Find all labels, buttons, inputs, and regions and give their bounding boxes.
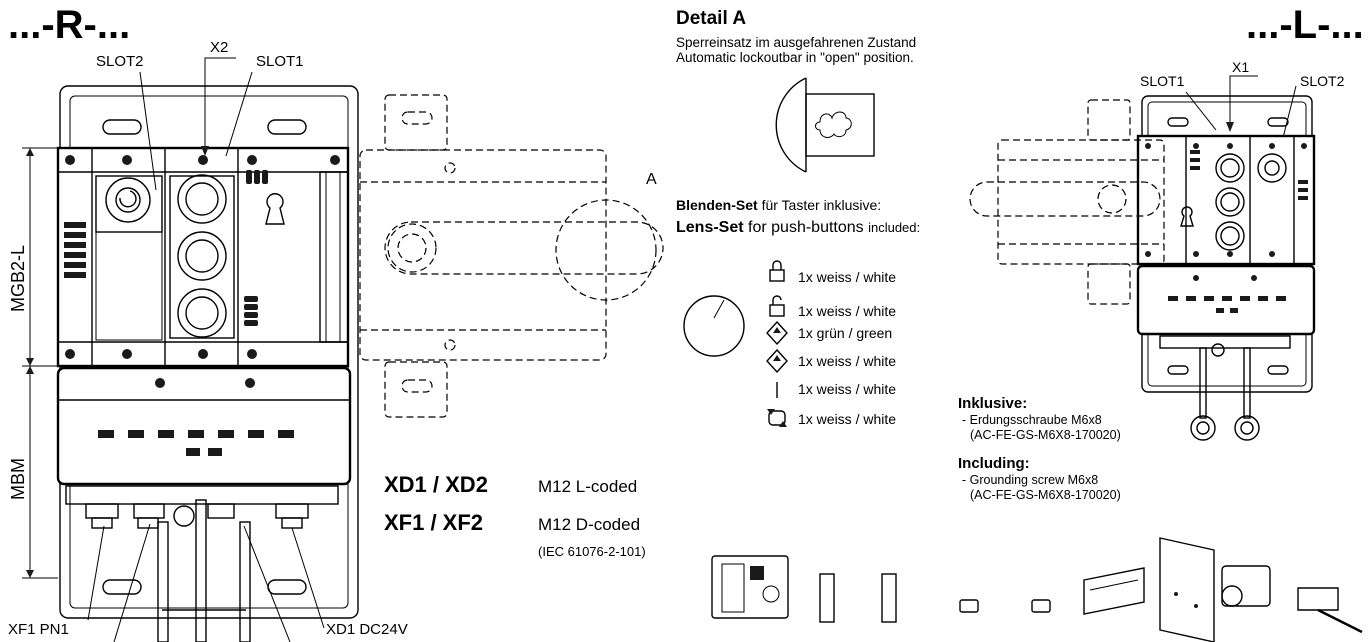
slot2-leader-line <box>139 71 157 191</box>
lens-item-5: 1x weiss / white <box>798 381 896 397</box>
lens-set-section: Blenden-Set für Taster inklusive: Lens-S… <box>676 197 920 427</box>
lens-item-4: 1x weiss / white <box>798 353 896 369</box>
conn-label-xf1: XF1 PN1 <box>8 621 69 638</box>
lens-set-de: Blenden-Set für Taster inklusive: <box>676 197 881 213</box>
detail-line-en: Automatic lockoutbar in "open" position. <box>676 50 914 65</box>
lens-item-2: 1x weiss / white <box>798 303 896 319</box>
lens-cap-drawing <box>683 295 745 357</box>
lock-closed-icon <box>769 260 785 282</box>
detail-a-drawing <box>775 77 875 173</box>
including-title: Including: <box>958 455 1030 472</box>
legend-xf-label: XF1 / XF2 <box>384 510 483 535</box>
inklusive-line1: - Erdungsschraube M6x8 <box>962 413 1102 427</box>
connector-legend: XD1 / XD2 M12 L-coded XF1 / XF2 M12 D-co… <box>384 472 646 559</box>
detail-marker-a: A <box>646 171 657 188</box>
legend-xd-label: XD1 / XD2 <box>384 472 488 497</box>
inklusive-title: Inklusive: <box>958 395 1027 412</box>
dimension-lines-left <box>22 147 58 579</box>
conn-label-xd1: XD1 DC24V <box>326 621 408 638</box>
x2-leader-line <box>204 57 236 150</box>
dim-label-mgb2: MGB2-L <box>8 245 28 312</box>
including-line2: (AC-FE-GS-M6X8-170020) <box>970 488 1121 502</box>
included-items-section: Inklusive: - Erdungsschraube M6x8 (AC-FE… <box>958 395 1121 502</box>
variant-label-r: ...-R-... <box>8 3 130 47</box>
x2-arrowhead <box>201 146 209 156</box>
x2-label: X2 <box>210 39 228 56</box>
diamond-arrow-icon <box>766 320 788 346</box>
lens-set-en: Lens-Set for push-buttons included: <box>676 219 920 236</box>
mgb2-module-right <box>1136 134 1316 266</box>
x1-label: X1 <box>1232 59 1249 75</box>
lens-item-6: 1x weiss / white <box>798 411 896 427</box>
slot2-label-right: SLOT2 <box>1300 73 1345 89</box>
mbm-module-right <box>1136 264 1316 357</box>
slot1-leader-right <box>1185 91 1217 131</box>
connector-leader-lines <box>87 523 325 642</box>
inklusive-line2: (AC-FE-GS-M6X8-170020) <box>970 428 1121 442</box>
lens-item-1: 1x weiss / white <box>798 269 896 285</box>
lock-open-icon <box>769 295 785 317</box>
legend-xf-desc: M12 D-coded <box>538 515 640 534</box>
rotate-arrows-icon <box>767 409 787 427</box>
legend-xd-desc: M12 L-coded <box>538 477 637 496</box>
including-line1: - Grounding screw M6x8 <box>962 473 1098 487</box>
slot1-label-left: SLOT1 <box>256 53 304 70</box>
detail-line-de: Sperreinsatz im ausgefahrenen Zustand <box>676 35 916 50</box>
x1-leader-line <box>1229 75 1258 126</box>
variant-label-l: ...-L-... <box>1246 3 1364 47</box>
diamond-arrow-icon <box>766 348 788 374</box>
parts-preview-row <box>711 537 1363 642</box>
mbm-module-body <box>56 366 352 505</box>
lockout-bar-dashed-right <box>969 99 1165 305</box>
slot1-leader-line <box>225 71 253 157</box>
ground-strips-right <box>1190 347 1260 441</box>
connectors-left <box>85 503 309 529</box>
x1-arrowhead <box>1226 122 1234 132</box>
lens-item-3: 1x grün / green <box>798 325 892 341</box>
ground-strips-left <box>157 499 251 642</box>
dim-label-mbm: MBM <box>8 458 28 500</box>
lockout-bar-dashed-left <box>359 94 664 418</box>
mgb2-module-body <box>56 146 350 368</box>
slot1-label-right: SLOT1 <box>1140 73 1185 89</box>
slot2-label-left: SLOT2 <box>96 53 144 70</box>
legend-xf-norm: (IEC 61076-2-101) <box>538 544 646 559</box>
detail-title: Detail A <box>676 8 746 29</box>
